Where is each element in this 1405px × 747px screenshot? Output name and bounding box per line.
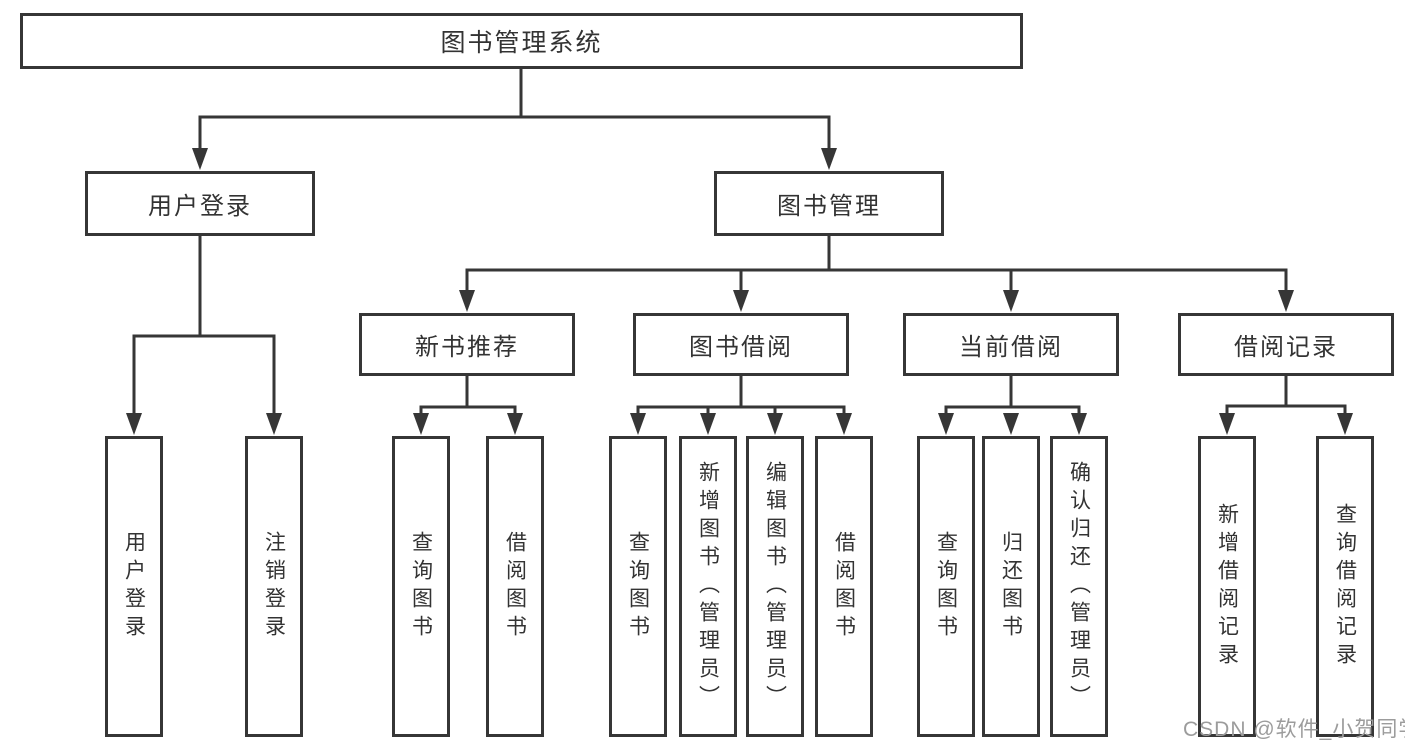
node-label: 图书管理系统 bbox=[440, 29, 603, 57]
node-borrow-record: 借阅记录 bbox=[1178, 313, 1394, 376]
node-label: 查询图书 bbox=[934, 530, 958, 643]
leaf-record-add-borrow-record: 新增借阅记录 bbox=[1198, 436, 1256, 737]
node-label: 借阅图书 bbox=[503, 530, 527, 643]
leaf-recommend-borrow-books: 借阅图书 bbox=[486, 436, 544, 737]
node-label: 新增图书（管理员） bbox=[696, 460, 720, 713]
node-label: 编辑图书（管理员） bbox=[763, 460, 787, 713]
leaf-borrow-edit-books-admin: 编辑图书（管理员） bbox=[746, 436, 804, 737]
node-label: 归还图书 bbox=[999, 530, 1023, 643]
node-book-borrow: 图书借阅 bbox=[633, 313, 849, 376]
node-label: 用户登录 bbox=[148, 193, 252, 220]
node-label: 新增借阅记录 bbox=[1215, 502, 1239, 671]
leaf-borrow-borrow-books: 借阅图书 bbox=[815, 436, 873, 737]
node-label: 当前借阅 bbox=[959, 334, 1063, 361]
node-system-root: 图书管理系统 bbox=[20, 13, 1023, 69]
leaf-current-return-books: 归还图书 bbox=[982, 436, 1040, 737]
leaf-current-query-books: 查询图书 bbox=[917, 436, 975, 737]
node-label: 用户登录 bbox=[122, 530, 146, 643]
node-label: 新书推荐 bbox=[415, 334, 519, 361]
leaf-user-login: 用户登录 bbox=[105, 436, 163, 737]
leaf-logout: 注销登录 bbox=[245, 436, 303, 737]
node-current-borrow: 当前借阅 bbox=[903, 313, 1119, 376]
leaf-borrow-query-books: 查询图书 bbox=[609, 436, 667, 737]
node-new-book-recommend: 新书推荐 bbox=[359, 313, 575, 376]
node-label: 图书借阅 bbox=[689, 334, 793, 361]
node-label: 查询图书 bbox=[409, 530, 433, 643]
node-label: 确认归还（管理员） bbox=[1067, 460, 1091, 713]
node-label: 图书管理 bbox=[777, 193, 881, 220]
node-label: 借阅图书 bbox=[832, 530, 856, 643]
node-label: 注销登录 bbox=[262, 530, 286, 643]
csdn-watermark: CSDN @软件_小贺同学 bbox=[1183, 718, 1405, 741]
node-label: 借阅记录 bbox=[1234, 334, 1338, 361]
node-label: 查询借阅记录 bbox=[1333, 502, 1357, 671]
leaf-current-confirm-return-admin: 确认归还（管理员） bbox=[1050, 436, 1108, 737]
leaf-recommend-query-books: 查询图书 bbox=[392, 436, 450, 737]
leaf-record-query-borrow-record: 查询借阅记录 bbox=[1316, 436, 1374, 737]
leaf-borrow-add-books-admin: 新增图书（管理员） bbox=[679, 436, 737, 737]
node-book-management: 图书管理 bbox=[714, 171, 944, 236]
node-user-login: 用户登录 bbox=[85, 171, 315, 236]
node-label: 查询图书 bbox=[626, 530, 650, 643]
